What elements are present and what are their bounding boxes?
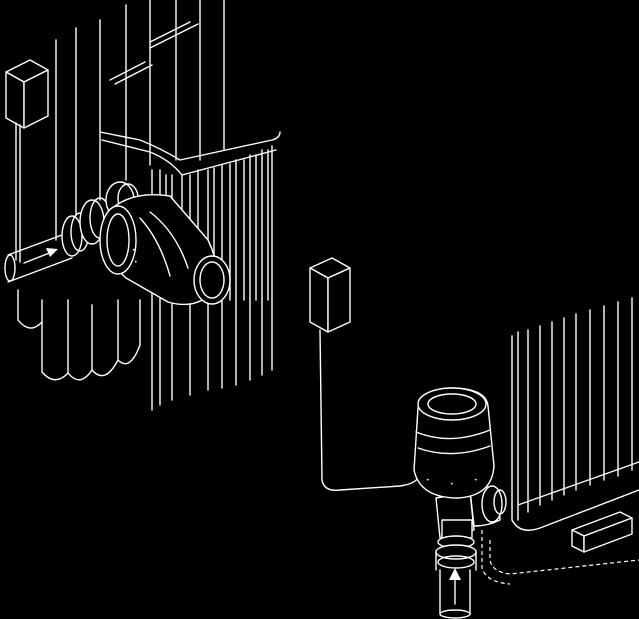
right-scale-mark-1: •	[426, 477, 430, 484]
right-inlet-pipe	[439, 568, 471, 619]
left-flow-arrow	[23, 248, 58, 264]
left-scale-mark-1: •	[132, 247, 136, 254]
right-radiator	[481, 297, 639, 585]
right-scale-mark-3: •	[474, 477, 478, 484]
right-flow-arrow	[449, 568, 461, 605]
right-installation: • • •	[309, 257, 639, 619]
right-valve-head: • • •	[413, 387, 495, 499]
left-wall-sensor	[5, 59, 49, 263]
left-valve-head: • •	[99, 194, 231, 306]
left-inlet-pipe	[4, 181, 139, 283]
left-radiator-columns	[17, 0, 225, 381]
right-valve-body	[435, 485, 507, 571]
left-installation: • •	[4, 0, 281, 411]
right-scale-mark-2: •	[450, 481, 454, 488]
left-scale-mark-2: •	[134, 259, 138, 266]
right-wall-sensor	[309, 257, 419, 491]
